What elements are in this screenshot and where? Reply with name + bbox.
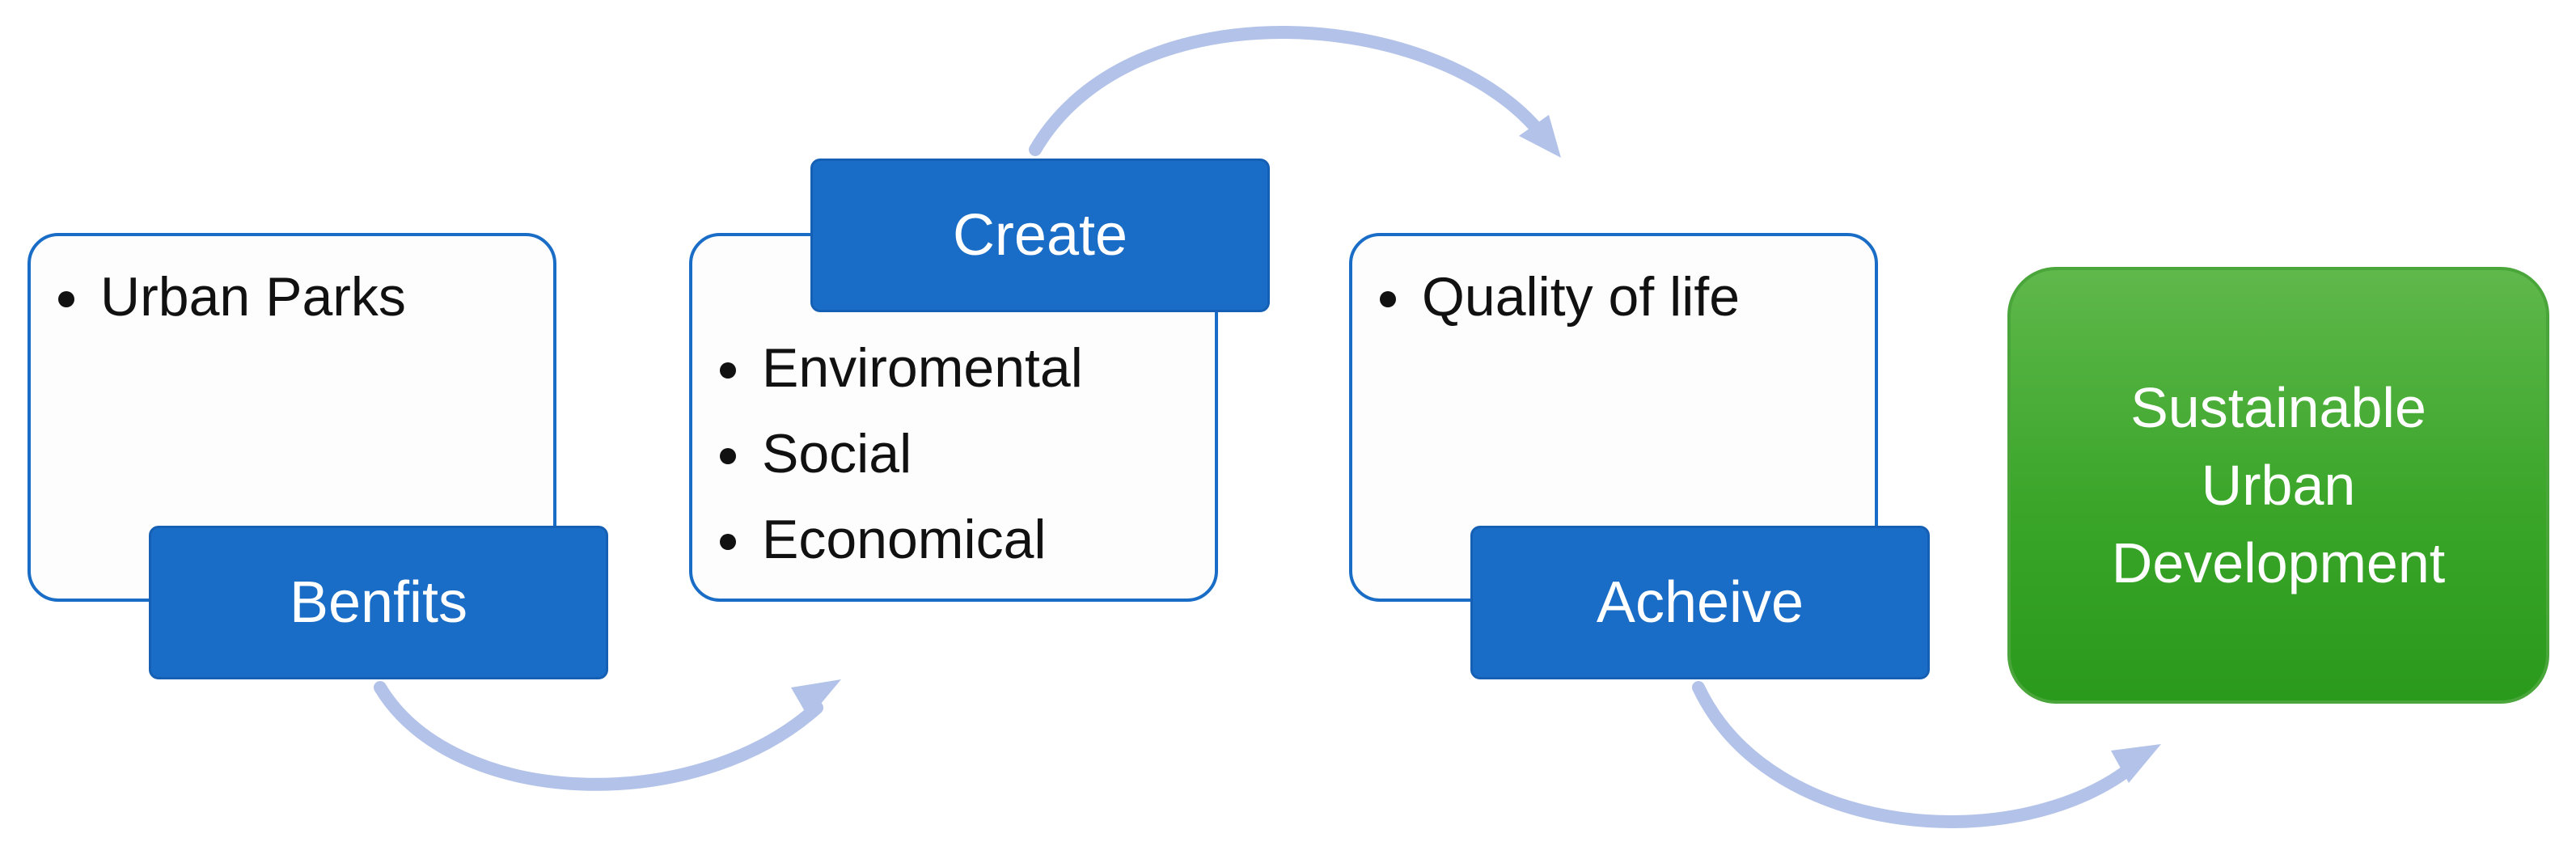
arrow-create-to-acheive	[1029, 26, 1547, 156]
goal-box: Sustainable Urban Development	[2007, 267, 2549, 704]
arrowhead-acheive-to-goal	[2111, 744, 2161, 783]
arrowhead-create-to-acheive	[1519, 115, 1561, 158]
stage-benefits-list: Urban Parks	[52, 254, 553, 340]
arrow-acheive-to-goal	[1692, 681, 2142, 828]
stage-acheive-label: Acheive	[1470, 526, 1930, 679]
stage-benefits-label: Benfits	[149, 526, 608, 679]
stage-acheive-list: Quality of life	[1373, 254, 1875, 340]
goal-line: Urban	[2201, 454, 2356, 517]
arrow-benefits-to-create	[374, 681, 823, 791]
stage-create-label: Create	[810, 159, 1270, 312]
goal-line: Sustainable	[2130, 376, 2426, 439]
list-item: Quality of life	[1373, 254, 1875, 340]
list-item: Social	[713, 411, 1215, 497]
goal-line: Development	[2111, 531, 2446, 594]
list-item: Economical	[713, 497, 1215, 582]
list-item: Enviromental	[713, 325, 1215, 411]
list-item: Urban Parks	[52, 254, 553, 340]
arrowhead-benefits-to-create	[791, 679, 841, 718]
stage-create-list: Enviromental Social Economical	[713, 325, 1215, 582]
